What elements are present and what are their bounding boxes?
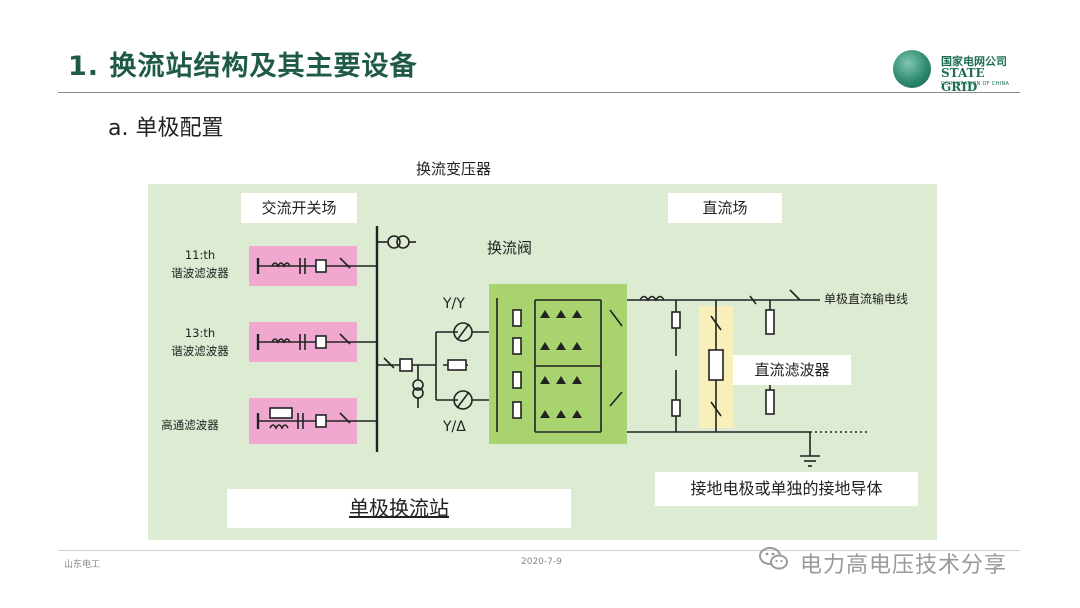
footer-source: 山东电工 bbox=[64, 560, 101, 570]
logo-corp-text: CORPORATION OF CHINA bbox=[941, 81, 1010, 87]
section-subtitle: a. 单极配置 bbox=[108, 116, 224, 141]
watermark-text: 电力高电压技术分享 bbox=[800, 553, 1008, 578]
highpass-filter-line2: 高通滤波器 bbox=[161, 418, 219, 432]
filter-11th-line2: 谐波滤波器 bbox=[171, 266, 229, 280]
smoothing-reactor bbox=[639, 295, 665, 302]
yy-transformer-label: Y/Y bbox=[443, 296, 465, 312]
filter-13th-line1: 13:th bbox=[184, 326, 216, 340]
station-label: 单极换流站 bbox=[227, 489, 571, 528]
wechat-icon bbox=[759, 547, 788, 570]
page-title: 1. 换流站结构及其主要设备 bbox=[68, 51, 418, 82]
state-grid-logo: 国家电网公司 STATE GRID CORPORATION OF CHINA bbox=[893, 50, 1023, 94]
ground-electrode-label: 接地电极或单独的接地导体 bbox=[655, 472, 918, 506]
globe-icon bbox=[893, 50, 931, 88]
converter-transformer-label: 换流变压器 bbox=[416, 160, 492, 178]
footer-date: 2020-7-9 bbox=[521, 557, 562, 567]
ac-switchyard-label: 交流开关场 bbox=[241, 193, 357, 223]
filter-13th-label: 13:th 谐波滤波器 bbox=[150, 324, 250, 360]
converter-valve-label: 换流阀 bbox=[487, 239, 533, 257]
footer-divider bbox=[58, 550, 1020, 551]
dc-filter-label: 直流滤波器 bbox=[733, 355, 851, 385]
highpass-filter-label: 高通滤波器 bbox=[150, 416, 230, 434]
logo-en-text: STATE GRID bbox=[941, 66, 985, 94]
filter-branch-2 bbox=[256, 333, 377, 350]
title-divider bbox=[58, 92, 1020, 93]
logo-cn-text: 国家电网公司 bbox=[941, 55, 1007, 68]
yd-transformer-label: Y/Δ bbox=[443, 419, 466, 435]
filter-13th-line2: 谐波滤波器 bbox=[171, 344, 229, 358]
dc-line-label: 单极直流输电线 bbox=[824, 292, 909, 306]
filter-branch-1 bbox=[256, 257, 377, 274]
filter-branch-3 bbox=[256, 407, 377, 430]
converter-valve-block bbox=[489, 284, 627, 444]
filter-11th-line1: 11:th bbox=[184, 248, 216, 262]
dc-yard-label: 直流场 bbox=[668, 193, 782, 223]
filter-11th-label: 11:th 谐波滤波器 bbox=[150, 246, 250, 282]
